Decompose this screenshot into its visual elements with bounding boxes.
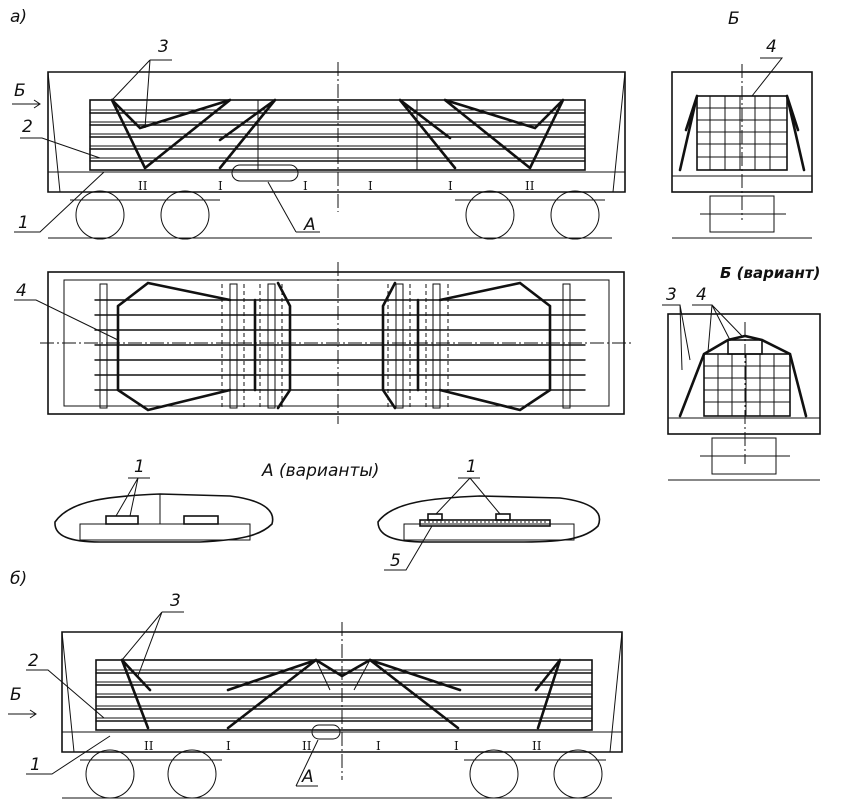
spacer-i: I [368,179,373,193]
detail-a-ref-b: А [301,767,314,787]
detail-a-variant-1: 1 [54,457,274,543]
end-view-b-variant: Б (вариант) 3 4 [662,264,821,481]
view-arrow-icon [12,99,41,109]
part-b-label: б) [10,569,27,589]
spacer-i: I [226,739,231,753]
spacer-i: I [376,739,381,753]
callout-1-detail-1: 1 [134,457,145,477]
spacer-ii: II [302,739,312,753]
callout-5: 5 [390,551,401,571]
callout-4-end: 4 [766,37,777,57]
variant-load-grid [703,339,791,417]
detail-a-marker [231,164,299,182]
callout-1-b: 1 [30,755,41,775]
load-stack-b [95,659,593,731]
spacer-i: I [303,179,308,193]
spacer-ii-right: II [532,739,542,753]
callout-1-detail-2: 1 [466,457,477,477]
detail-a-ref: А [303,215,316,235]
callout-4-plan: 4 [16,281,27,301]
side-view-b: II I II I I II Б 3 2 1 А [8,591,623,799]
plan-view-a: 4 [14,262,632,424]
spacer-pad [183,515,219,525]
end-view-b: Б 4 [671,9,813,239]
detail-a-variants-title: А (варианты) [261,461,379,481]
callout-2-b: 2 [28,651,39,671]
spacer-pad [427,513,443,521]
spacer-markers-b: II I II I I II [144,739,542,753]
tie-wires [110,98,565,170]
base-plate [419,519,551,527]
spacer-ii-left: II [138,179,148,193]
callout-3-variant: 3 [666,285,677,305]
stakes [99,283,571,409]
callout-3: 3 [158,37,169,57]
spacer-i: I [448,179,453,193]
spacer-markers: II I I I I II [138,179,535,193]
view-b-title: Б [728,9,740,29]
spacer-ii-right: II [525,179,535,193]
spacer-i: I [454,739,459,753]
detail-a-variant-2: 1 5 [377,457,601,571]
bogies [48,190,612,240]
part-a-label: а) [10,7,27,27]
side-view-a: II I I I I II Б 3 2 1 А [12,37,626,240]
callout-1: 1 [18,213,29,233]
callout-4-variant: 4 [696,285,707,305]
callout-2: 2 [22,117,33,137]
arrow-b-label-b: Б [10,685,22,705]
spacer-i: I [218,179,223,193]
bogies-b [62,749,612,799]
view-b-variant-title: Б (вариант) [720,264,820,282]
detail-a-marker-b [311,724,341,740]
spacer-pad [105,515,139,525]
tie-wires-b [120,658,562,730]
arrow-b-label: Б [14,81,26,101]
view-arrow-icon [8,709,37,719]
callout-3-b: 3 [170,591,181,611]
wagon-body-outline [47,71,626,193]
spacer-ii-left: II [144,739,154,753]
spacer-pad [495,513,511,521]
